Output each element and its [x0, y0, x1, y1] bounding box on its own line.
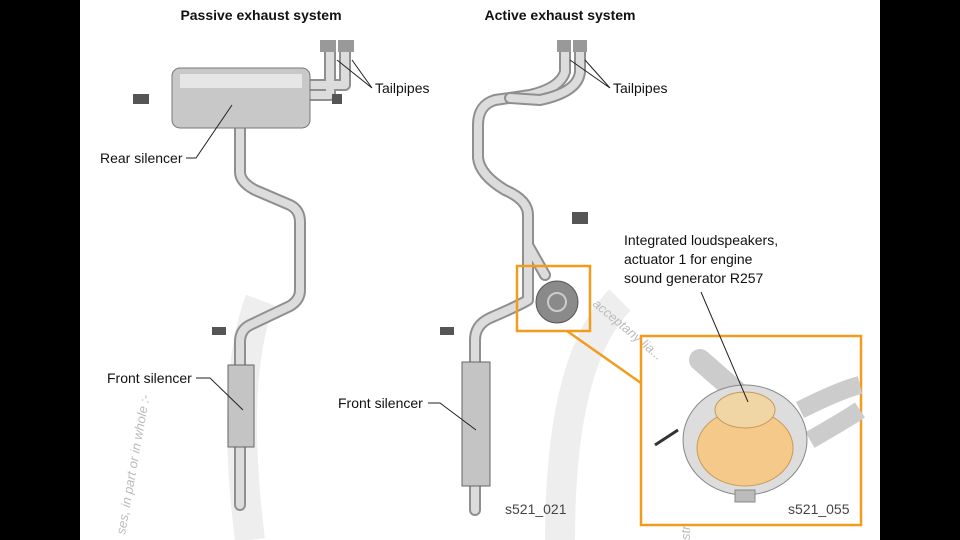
exhaust-diagram: ses, in part or in whole :- acceptany li… [100, 7, 865, 540]
passive-title: Passive exhaust system [180, 7, 341, 23]
speaker-label-line3: sound generator R257 [624, 270, 764, 286]
active-title: Active exhaust system [485, 7, 636, 23]
active-pipes [440, 40, 588, 516]
front-silencer [227, 364, 255, 448]
speaker-label-line2: actuator 1 for engine [624, 251, 753, 267]
highlight-box [515, 264, 592, 333]
watermark-text-bottom: str [678, 525, 693, 540]
active-tailpipes-label: Tailpipes [613, 80, 667, 96]
passive-tailpipes-label: Tailpipes [375, 80, 429, 96]
speaker-label-line1: Integrated loudspeakers, [624, 232, 778, 248]
watermark-arc [545, 289, 631, 540]
figure-code-active: s521_021 [505, 501, 567, 517]
sound-actuator [535, 280, 579, 324]
rear-silencer-label: Rear silencer [100, 150, 183, 166]
figure-code-detail: s521_055 [788, 501, 850, 517]
active-front-silencer [461, 361, 491, 487]
passive-front-silencer-label: Front silencer [107, 370, 192, 386]
active-front-silencer-label: Front silencer [338, 395, 423, 411]
passive-pipes [133, 40, 354, 511]
speaker-detail-illustration [654, 349, 865, 503]
watermark-text-left: ses, in part or in whole :- [113, 393, 152, 536]
diagram-canvas: ses, in part or in whole :- acceptany li… [80, 0, 880, 540]
detail-inset [639, 334, 863, 527]
